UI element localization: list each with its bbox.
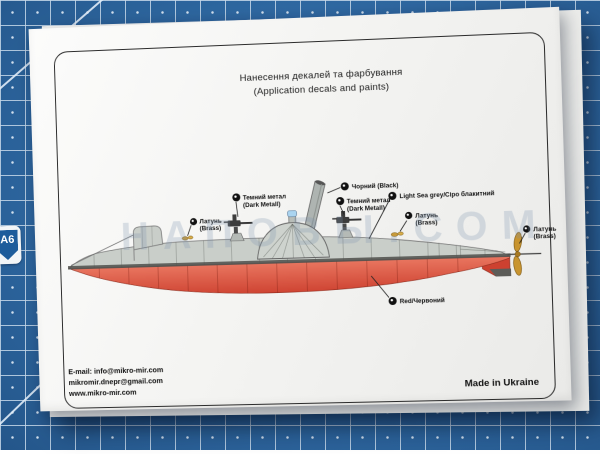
mat-size-label: A6 <box>0 230 15 250</box>
paint-dot-icon <box>232 193 240 201</box>
machine-gun-right <box>332 210 362 237</box>
contact-gmail: mikromir.dnepr@gmail.com <box>69 376 164 389</box>
brass-fitting-left <box>182 236 193 240</box>
label-brass-right-line2: (Brass) <box>533 233 555 241</box>
paint-dot-icon <box>336 197 344 205</box>
contact-website: www.mikro-mir.com <box>69 387 164 400</box>
paint-dot-icon <box>523 225 531 233</box>
a6-shield-icon: A6 <box>0 230 19 261</box>
made-in-label: Made in Ukraine <box>465 377 540 390</box>
label-dark-metal-left-line2: (Dark Metall) <box>243 201 281 209</box>
conning-dome <box>256 209 329 259</box>
propeller-shaft <box>507 253 541 254</box>
paint-dot-icon <box>341 182 349 190</box>
paint-dot-icon <box>389 297 397 305</box>
label-light-sea-grey: Light Sea grey/Сіро блакитний <box>399 190 494 200</box>
label-brass-left-line2: (Brass) <box>200 225 222 233</box>
paint-dot-icon <box>405 212 413 219</box>
contact-info: E-mail: info@mikro-mir.com mikromir.dnep… <box>68 365 164 400</box>
machine-gun-left <box>223 214 253 241</box>
label-black: Чорний (Black) <box>352 182 399 191</box>
submarine-diagram: Латунь (Brass) Темний метал (Dark Metall… <box>52 152 566 327</box>
label-red: Red/Червоний <box>400 297 445 305</box>
label-brass-mid-line2: (Brass) <box>415 219 437 227</box>
blue-lamp <box>287 210 296 216</box>
paint-dot-icon <box>190 218 197 225</box>
instruction-sheet: Нанесення декалей та фарбування (Applica… <box>29 7 572 412</box>
brass-fitting-mid <box>391 232 403 237</box>
mat-size-badge: A6 <box>0 226 22 265</box>
label-dark-metal-right-line2: (Dark Metall) <box>347 205 385 213</box>
